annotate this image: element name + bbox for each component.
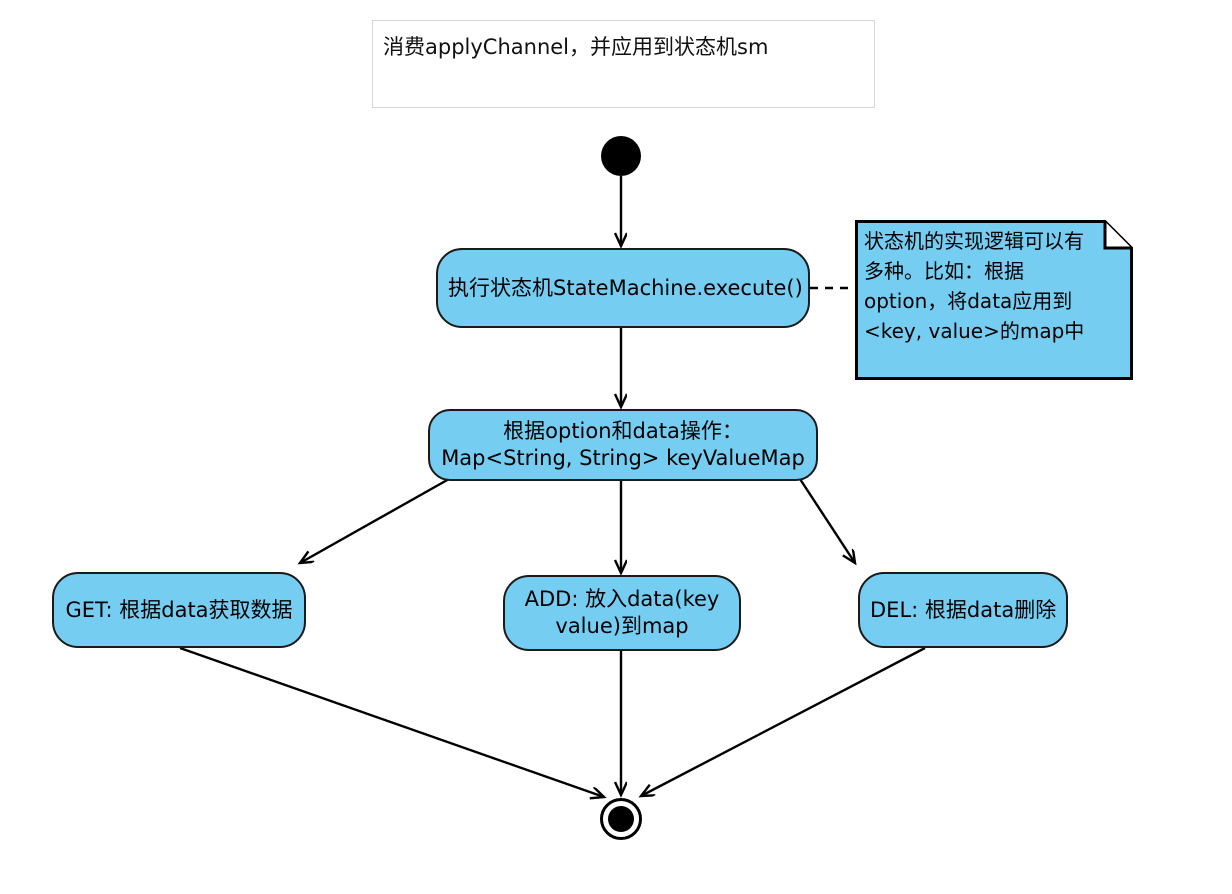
diagram-title-box: 消费applyChannel，并应用到状态机sm: [372, 20, 875, 108]
note-shape: [855, 220, 1133, 380]
note-line-2: 多种。比如：根据: [864, 259, 1024, 283]
note-line-4: <key, value>的map中: [864, 319, 1085, 343]
note-line-3: option，将data应用到: [864, 289, 1073, 313]
activity-node-get-line-1: GET: 根据data获取数据: [65, 597, 293, 622]
edge-operate-to-get: [300, 477, 450, 563]
diagram-title-text: 消费applyChannel，并应用到状态机sm: [383, 35, 769, 59]
activity-node-operate-line-1: 根据option和data操作：: [503, 419, 743, 443]
note-text: 状态机的实现逻辑可以有 多种。比如：根据 option，将data应用到 <ke…: [864, 226, 1126, 346]
activity-node-operate[interactable]: 根据option和data操作： Map<String, String> key…: [428, 409, 818, 481]
initial-node: [601, 136, 641, 176]
final-node-dot: [608, 806, 634, 832]
activity-node-del[interactable]: DEL: 根据data删除: [858, 572, 1068, 648]
activity-node-add[interactable]: ADD: 放入data(key value)到map: [503, 575, 741, 651]
activity-node-del-line-1: DEL: 根据data删除: [870, 597, 1057, 622]
note-box: 状态机的实现逻辑可以有 多种。比如：根据 option，将data应用到 <ke…: [855, 220, 1133, 380]
activity-node-execute-line-1: 执行状态机StateMachine.execute(): [448, 275, 803, 300]
activity-node-execute[interactable]: 执行状态机StateMachine.execute(): [436, 248, 810, 328]
note-line-1: 状态机的实现逻辑可以有: [864, 229, 1084, 253]
edge-operate-to-del: [798, 478, 855, 563]
final-node: [600, 798, 642, 840]
activity-node-add-line-2: value)到map: [555, 614, 689, 638]
activity-node-get[interactable]: GET: 根据data获取数据: [52, 572, 306, 648]
edge-get-to-final: [179, 646, 604, 797]
activity-node-add-line-1: ADD: 放入data(key: [524, 587, 720, 611]
activity-node-operate-line-2: Map<String, String> keyValueMap: [441, 446, 805, 470]
edge-del-to-final: [641, 646, 926, 796]
